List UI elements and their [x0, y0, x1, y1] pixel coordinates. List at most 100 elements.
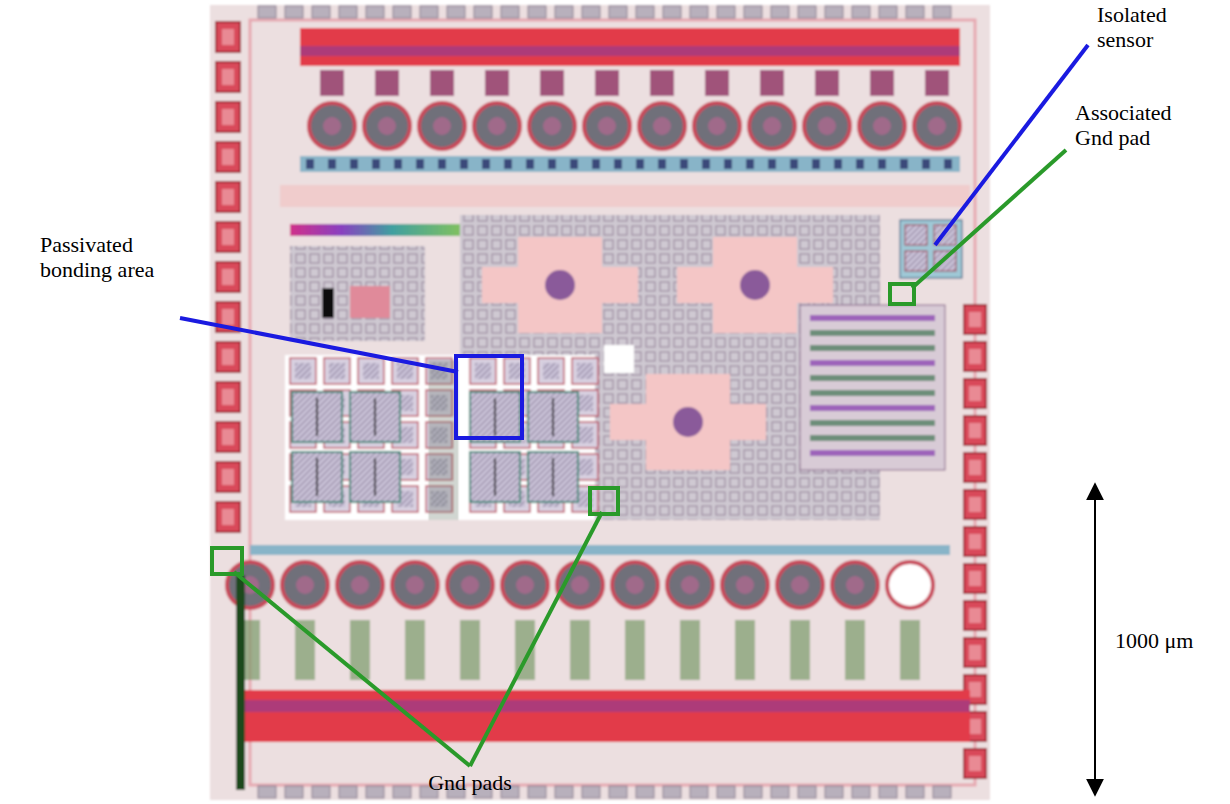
device-core	[543, 117, 561, 135]
device-finger	[790, 620, 810, 680]
bond-pad-core	[222, 509, 234, 525]
edge-pad	[501, 6, 519, 18]
bond-cell-core	[475, 363, 491, 379]
trace	[445, 360, 446, 520]
bond-pad	[216, 502, 240, 532]
bond-large-cell	[292, 452, 342, 502]
metal-strip	[300, 46, 960, 56]
contact	[812, 159, 820, 169]
device-core	[791, 576, 809, 594]
edge-pad	[852, 6, 870, 18]
contact	[834, 159, 842, 169]
callout-marks	[180, 45, 1095, 795]
bond-pad	[216, 182, 240, 212]
bond-pad	[964, 490, 986, 519]
device-core	[708, 117, 726, 135]
bond-wire	[316, 398, 318, 436]
bond-cell-core	[577, 459, 593, 475]
edge-pad	[825, 6, 843, 18]
bond-pad	[964, 453, 986, 482]
contact	[592, 159, 600, 169]
bond-pad-core	[222, 269, 234, 285]
device-ring	[832, 562, 878, 608]
bond-cell	[572, 358, 598, 384]
routing-band	[280, 185, 970, 207]
edge-pad	[258, 6, 276, 18]
device-core	[736, 576, 754, 594]
contact	[768, 159, 776, 169]
device-ring	[612, 562, 658, 608]
edge-pad	[906, 6, 924, 18]
contact	[372, 159, 380, 169]
chip-die	[210, 5, 990, 800]
device-finger	[900, 620, 920, 680]
circuit-line	[810, 405, 935, 411]
bus-lines	[290, 224, 460, 236]
circuit-line	[810, 330, 935, 336]
device-core	[598, 117, 616, 135]
membrane-arm	[482, 267, 638, 303]
edge-pad	[555, 6, 573, 18]
bond-cell	[538, 358, 564, 384]
edge-pad	[582, 786, 600, 798]
edge-pad	[744, 786, 762, 798]
leader-line	[180, 318, 458, 372]
bond-pad	[964, 564, 986, 593]
bond-pad-core	[969, 645, 981, 660]
membrane-core	[545, 270, 575, 300]
edge-pad	[717, 6, 735, 18]
device-core	[406, 576, 424, 594]
bond-pad	[216, 222, 240, 252]
device-ring	[309, 103, 355, 149]
bond-large-cell	[350, 392, 400, 442]
power-rail	[240, 690, 970, 742]
bond-large-cell	[528, 392, 578, 442]
contact	[900, 159, 908, 169]
bond-pad-core	[969, 756, 981, 771]
bond-pad-core	[969, 571, 981, 586]
edge-pad	[555, 786, 573, 798]
contact	[306, 159, 314, 169]
edge-pad	[852, 786, 870, 798]
device-core	[928, 117, 946, 135]
device-block	[540, 70, 564, 96]
bond-pad-core	[222, 149, 234, 165]
circuit-line	[810, 360, 935, 366]
bond-pad-core	[222, 109, 234, 125]
bond-pad-core	[969, 460, 981, 475]
device-ring	[887, 562, 933, 608]
callout-label: Associated Gnd pad	[1075, 100, 1195, 151]
bond-pad	[216, 462, 240, 492]
diffusion-strip	[300, 156, 960, 172]
contact	[790, 159, 798, 169]
trace	[433, 360, 434, 520]
device-finger	[735, 620, 755, 680]
device-ring	[529, 103, 575, 149]
bond-cell-core	[363, 363, 379, 379]
device-core	[626, 576, 644, 594]
edge-pad	[393, 6, 411, 18]
device-ring	[392, 562, 438, 608]
bond-pad-core	[222, 389, 234, 405]
leader-line	[912, 150, 1066, 288]
contact	[636, 159, 644, 169]
device-core	[818, 117, 836, 135]
power-rail	[300, 28, 960, 66]
bond-pad-core	[222, 469, 234, 485]
bond-cell	[470, 358, 496, 384]
device-finger	[405, 620, 425, 680]
contact	[658, 159, 666, 169]
device-ring	[859, 103, 905, 149]
device-ring	[777, 562, 823, 608]
edge-pad	[771, 6, 789, 18]
bond-pad	[964, 416, 986, 445]
gnd-pad-frame	[890, 284, 914, 304]
callout-label: 1000 μm	[1115, 628, 1225, 653]
bond-large-cell	[350, 452, 400, 502]
edge-pad	[339, 6, 357, 18]
edge-pad	[636, 6, 654, 18]
scale-bar	[1094, 484, 1096, 795]
bond-cell	[324, 358, 350, 384]
bond-pad	[964, 305, 986, 334]
